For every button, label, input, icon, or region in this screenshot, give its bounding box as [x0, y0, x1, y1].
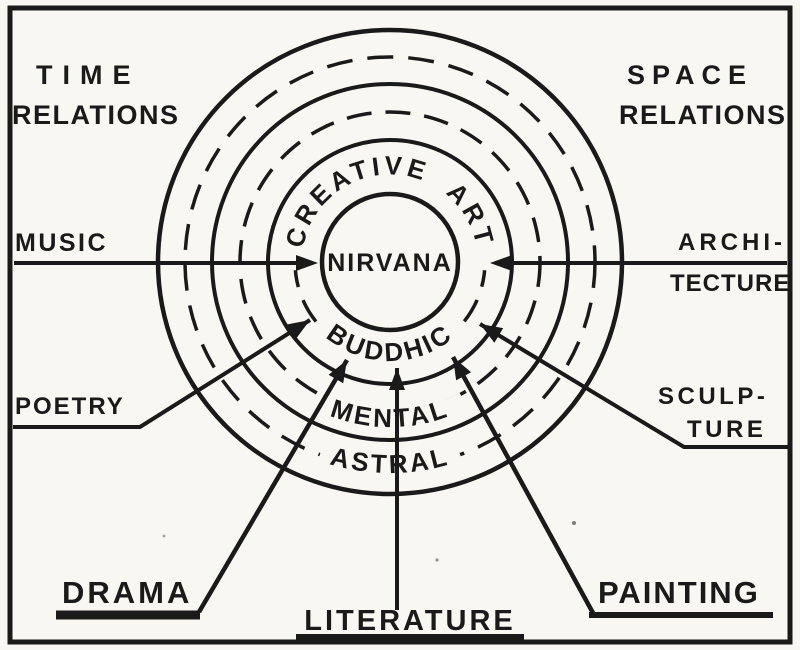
mental-label: MENTAL [327, 393, 449, 433]
music-label: MUSIC [15, 229, 108, 257]
corner-labels: TIME RELATIONS SPACE RELATIONS [12, 60, 787, 130]
paper-speck [435, 558, 439, 562]
paper-specks [162, 521, 576, 562]
drama-arrow-line [197, 358, 349, 614]
architecture-label-line2: TECTURE [670, 270, 790, 297]
literature-arrowhead [389, 368, 405, 390]
drama-arrowhead [328, 360, 347, 384]
painting-arrow-line [451, 355, 595, 615]
architecture-label-line1: ARCHI- [678, 229, 786, 256]
paper-speck [162, 534, 166, 538]
sculpture-arrowhead [480, 324, 504, 343]
space-relations-label: RELATIONS [619, 100, 787, 130]
sculpture-label-line1: SCULP- [658, 383, 768, 410]
painting-label: PAINTING [598, 575, 760, 610]
poetry-label: POETRY [15, 393, 125, 420]
paper-speck [572, 521, 576, 525]
painting-arrowhead [453, 357, 472, 381]
text-mask-bands [284, 156, 496, 490]
astral-mask-band [311, 444, 469, 490]
creative-art-mask-band [284, 156, 496, 272]
nirvana-label: NIRVANA [327, 249, 453, 277]
sculpture-label-line2: TURE [687, 416, 766, 443]
space-label: SPACE [627, 60, 753, 90]
poetry-arrow-line [13, 318, 312, 429]
music-arrowhead [296, 255, 318, 271]
svg-text:MENTAL: MENTAL [327, 393, 452, 433]
border-frame [7, 5, 793, 645]
time-label: TIME [36, 60, 141, 90]
mental-mask-band [304, 392, 476, 445]
time-relations-label: RELATIONS [12, 100, 180, 130]
drama-label: DRAMA [62, 575, 192, 610]
sculpture-arrow-line [478, 322, 788, 449]
literature-label: LITERATURE [304, 605, 516, 637]
buddhic-mask-band [301, 314, 479, 378]
circle-nirvana-boundary [319, 191, 461, 333]
label-underlines [56, 610, 773, 640]
poetry-arrowhead [286, 320, 310, 339]
architecture-arrowhead [490, 255, 512, 271]
art-labels: MUSIC ARCHI- TECTURE POETRY SCULP- TURE … [15, 229, 790, 637]
arrows [13, 255, 788, 615]
